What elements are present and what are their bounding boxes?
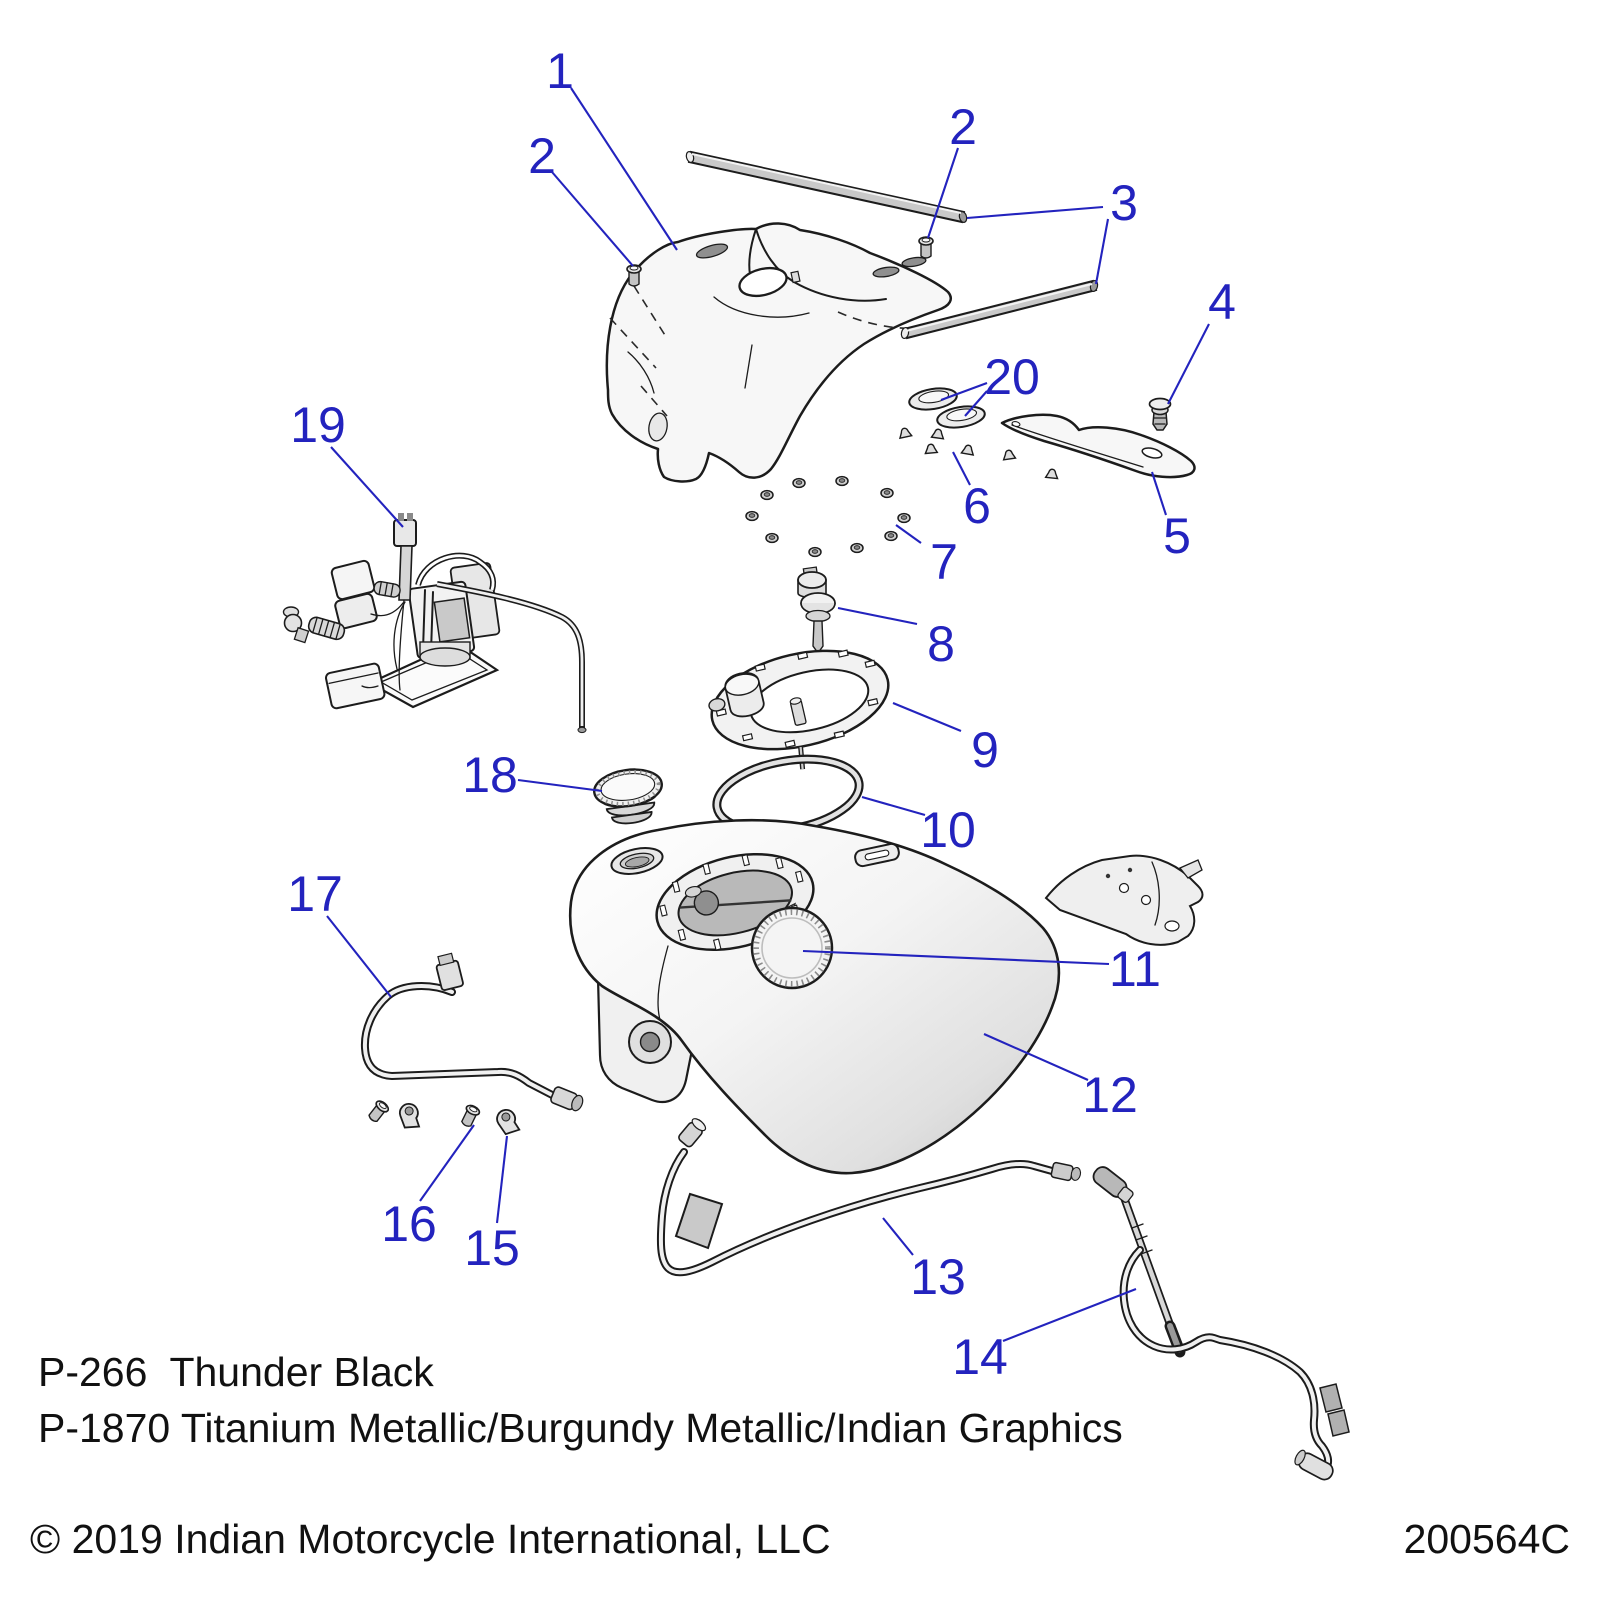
callout-17: 17 xyxy=(287,866,343,922)
callout-14: 14 xyxy=(952,1329,1008,1385)
callout-13: 13 xyxy=(910,1249,966,1305)
trim-bracket xyxy=(1000,413,1196,479)
tank-strap-clip xyxy=(854,842,900,868)
document-number: 200564C xyxy=(1403,1516,1570,1562)
callout-20: 20 xyxy=(984,349,1040,405)
trim-strip-lower xyxy=(900,279,1099,340)
pump-flange xyxy=(708,649,890,770)
callout-16: 16 xyxy=(381,1196,437,1252)
callout-4: 4 xyxy=(1208,274,1236,330)
vent-line xyxy=(360,952,584,1112)
fuel-pump-assembly xyxy=(282,513,587,734)
copyright-notice: © 2019 Indian Motorcycle International, … xyxy=(30,1516,831,1562)
fuel-cap xyxy=(593,768,663,825)
tank-pad xyxy=(750,906,834,990)
callouts: 1 2 2 3 4 5 6 7 8 9 10 11 12 13 14 15 16… xyxy=(287,43,1236,1385)
callout-11: 11 xyxy=(1109,941,1161,997)
hose-screw-left xyxy=(365,1098,392,1125)
callout-10: 10 xyxy=(920,802,976,858)
hose-clamp-right xyxy=(495,1107,521,1136)
screw-left xyxy=(626,264,642,287)
color-option-line-1: P-266 Thunder Black xyxy=(38,1349,434,1395)
well-nuts xyxy=(745,475,911,558)
filler-neck xyxy=(610,847,664,875)
fuel-line-rear xyxy=(1092,1166,1350,1481)
console-cover xyxy=(605,222,952,483)
callout-2a: 2 xyxy=(528,128,556,184)
callout-19: 19 xyxy=(290,397,346,453)
callout-15: 15 xyxy=(464,1220,520,1276)
callout-9: 9 xyxy=(971,722,999,778)
trim-strip-upper xyxy=(685,150,968,224)
hose-clamp-left xyxy=(396,1101,423,1131)
callout-18: 18 xyxy=(462,747,518,803)
callout-6: 6 xyxy=(963,478,991,534)
leader-lines xyxy=(326,87,1210,1342)
fuel-line-front xyxy=(656,1118,1082,1277)
callout-3: 3 xyxy=(1110,175,1138,231)
hose-screw-right xyxy=(458,1102,482,1130)
vent-valve xyxy=(797,566,836,655)
callout-12: 12 xyxy=(1082,1067,1138,1123)
callout-7: 7 xyxy=(930,534,958,590)
callout-1: 1 xyxy=(546,43,574,99)
color-option-line-2: P-1870 Titanium Metallic/Burgundy Metall… xyxy=(38,1405,1123,1451)
push-rivet xyxy=(1148,397,1172,431)
callout-2b: 2 xyxy=(949,99,977,155)
fuel-tank xyxy=(568,818,1204,1175)
screw-right xyxy=(918,236,934,259)
callout-8: 8 xyxy=(927,616,955,672)
callout-5: 5 xyxy=(1163,508,1191,564)
